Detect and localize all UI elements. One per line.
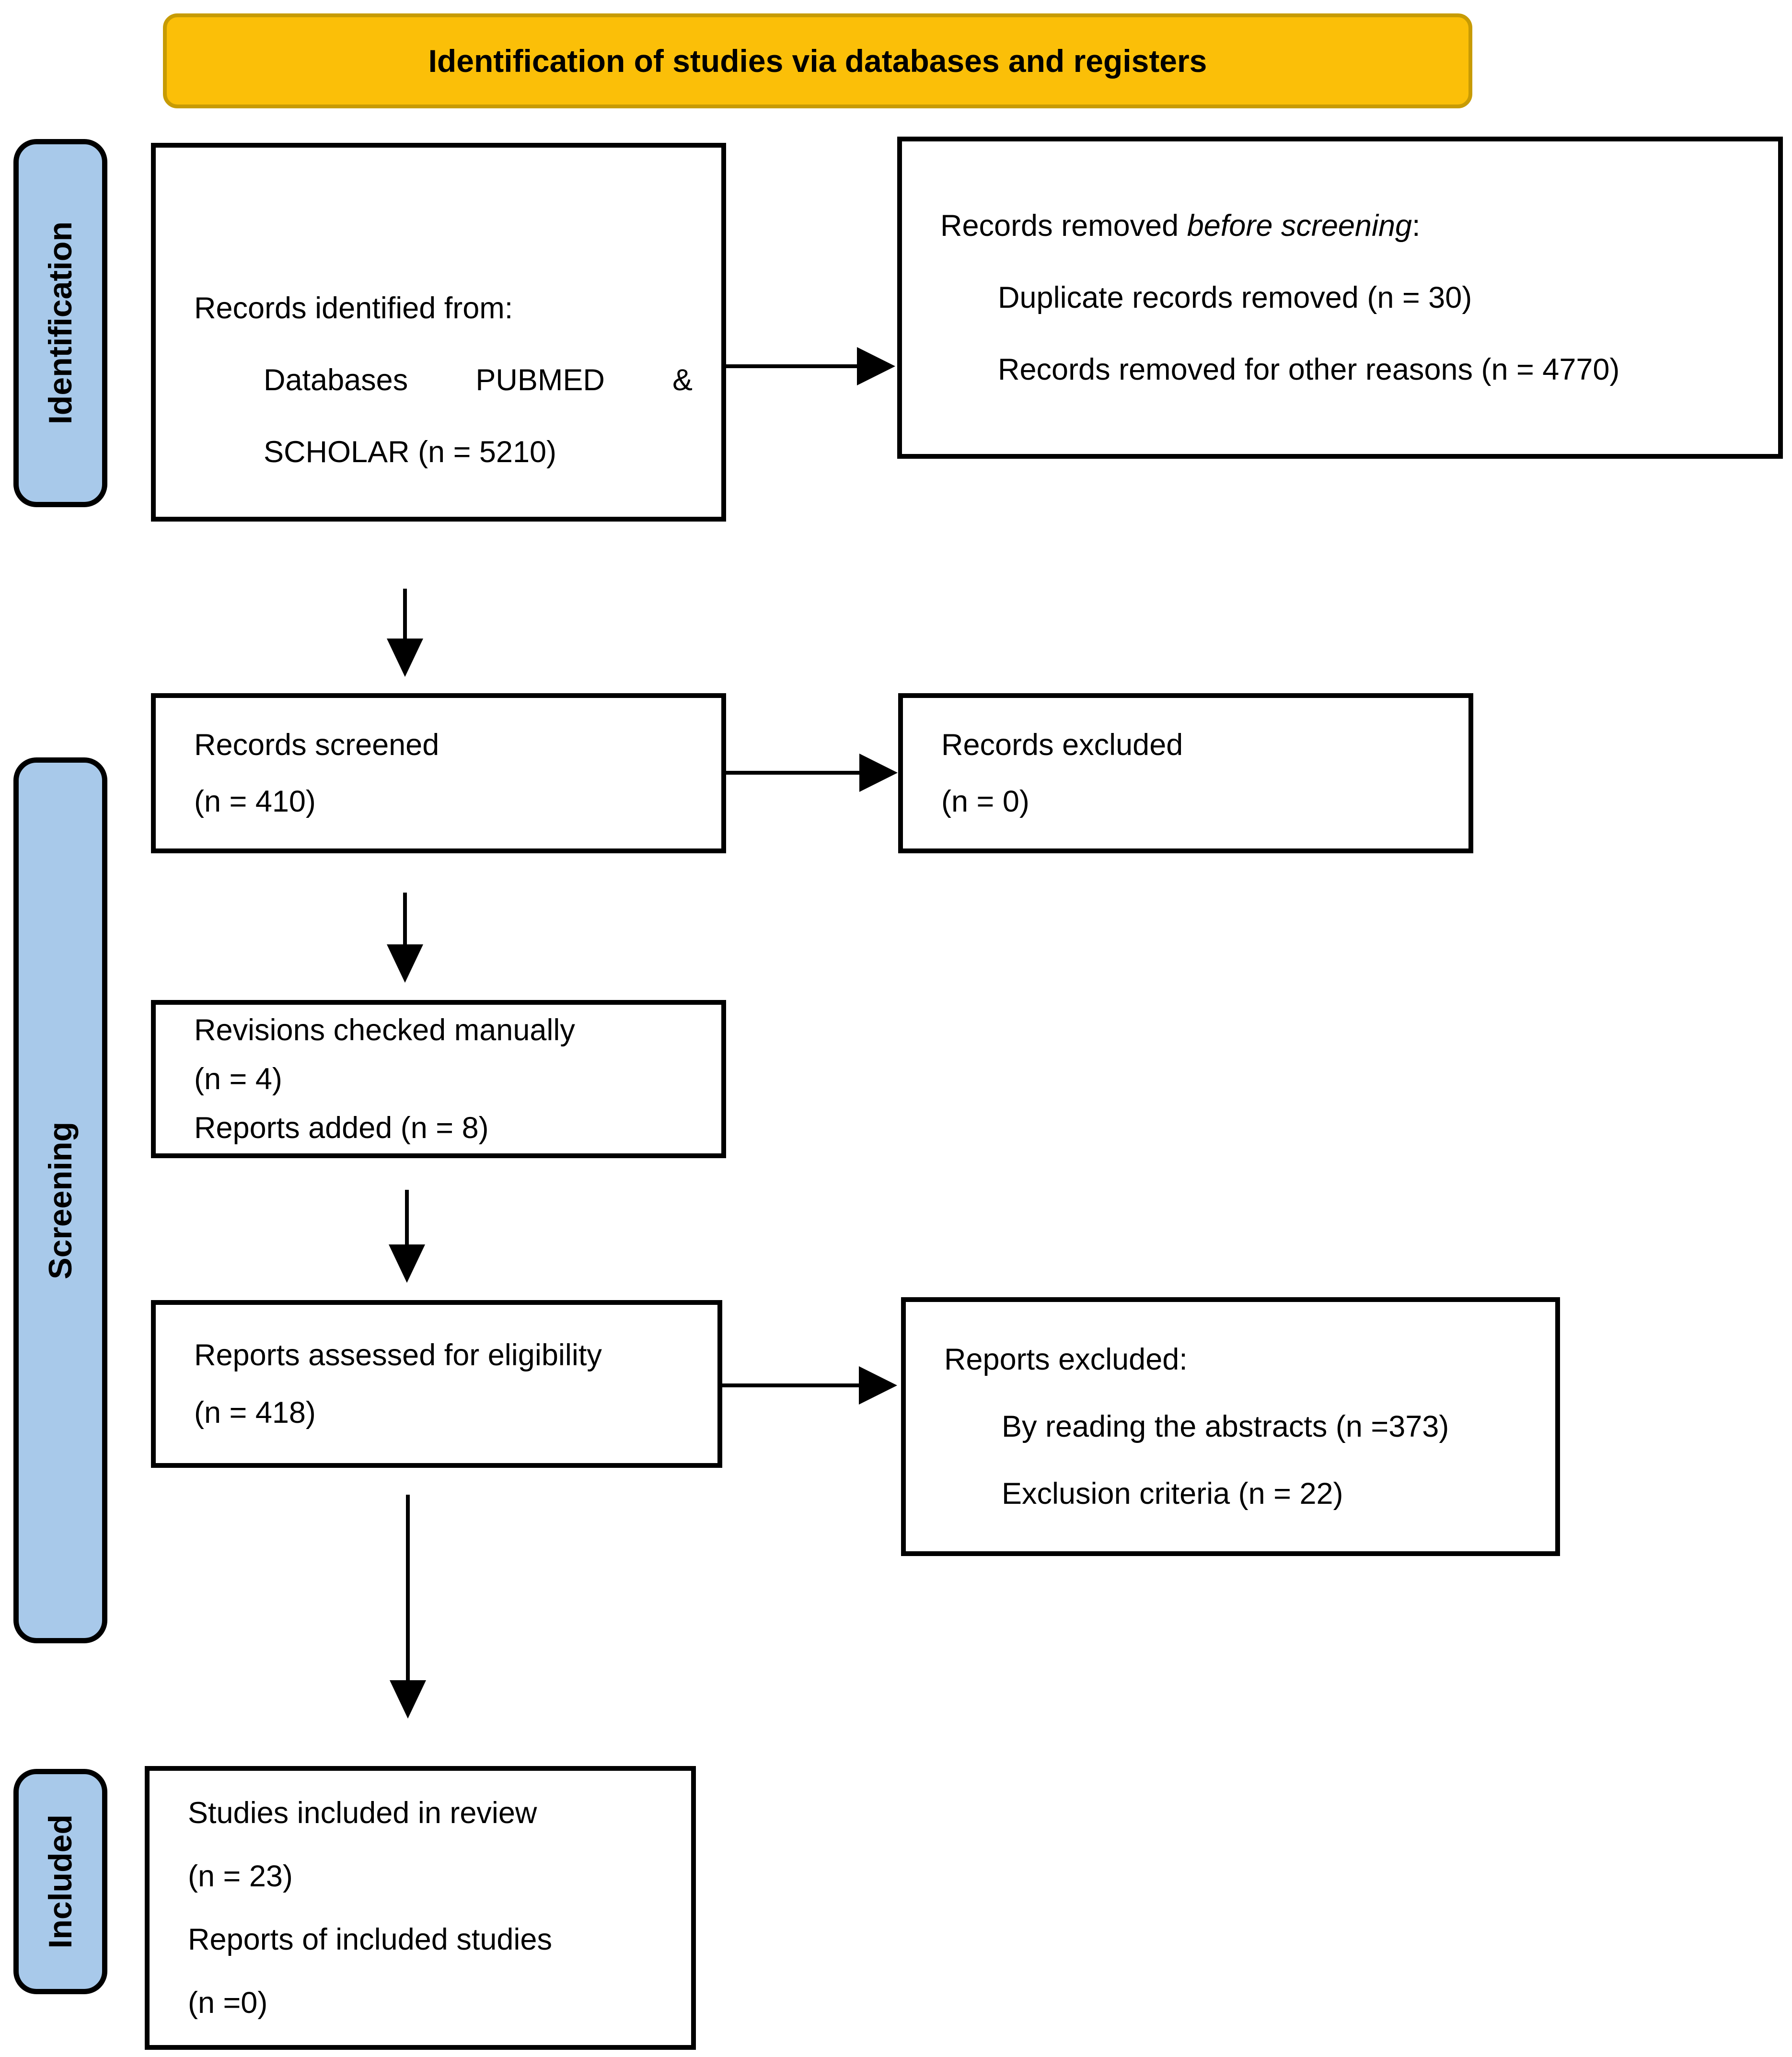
box-text-line: Records excluded	[941, 728, 1183, 762]
box-text-line: Reports of included studies	[188, 1923, 552, 1956]
arrow-screened-to-revisions-head-icon	[387, 944, 423, 983]
word-pubmed: PUBMED	[475, 363, 605, 397]
arrow-screened-to-excluded-line	[726, 771, 860, 775]
title-italic: before screening	[1187, 209, 1412, 243]
box-text-line: Reports assessed for eligibility	[194, 1338, 602, 1372]
stage-label-included: Included	[13, 1769, 107, 1994]
box-text-line: Reports added (n = 8)	[194, 1111, 489, 1145]
banner-title: Identification of studies via databases …	[428, 43, 1207, 79]
box-records-removed: Records removed before screening: Duplic…	[897, 137, 1783, 459]
box-text-line: Reports excluded:	[944, 1343, 1188, 1376]
arrow-assessed-to-included-head-icon	[390, 1680, 426, 1719]
box-text-line: (n = 418)	[194, 1396, 316, 1429]
stage-label-identification-text: Identification	[42, 221, 79, 425]
box-revisions-checked: Revisions checked manually (n = 4) Repor…	[151, 1000, 726, 1158]
box-text-line: Exclusion criteria (n = 22)	[1002, 1477, 1343, 1511]
box-records-screened: Records screened (n = 410)	[151, 693, 726, 853]
box-text-line: Records removed before screening:	[940, 190, 1759, 262]
arrow-identified-to-screened-line	[403, 589, 407, 645]
arrow-identified-to-screened-head-icon	[387, 639, 423, 677]
box-text-line: (n =0)	[188, 1986, 268, 2020]
box-records-identified: Records identified from: Databases PUBME…	[151, 143, 726, 522]
box-records-excluded: Records excluded (n = 0)	[898, 693, 1473, 853]
box-text-line: (n = 0)	[941, 785, 1029, 818]
box-text-line: Databases PUBMED &	[264, 344, 702, 416]
box-text-line: Revisions checked manually	[194, 1013, 575, 1047]
box-text-line: Records identified from:	[194, 291, 513, 325]
arrow-screened-to-revisions-line	[403, 893, 407, 950]
box-text-line: (n = 410)	[194, 785, 316, 818]
box-reports-assessed: Reports assessed for eligibility (n = 41…	[151, 1300, 722, 1468]
box-reports-excluded: Reports excluded: By reading the abstrac…	[901, 1297, 1560, 1556]
box-text-line: SCHOLAR (n = 5210)	[264, 435, 557, 469]
title-prefix: Records removed	[940, 209, 1187, 243]
word-ampersand: &	[672, 363, 693, 397]
box-text-line: Duplicate records removed (n = 30)	[998, 281, 1472, 314]
box-text-line: (n = 4)	[194, 1062, 282, 1096]
box-studies-included: Studies included in review (n = 23) Repo…	[145, 1766, 696, 2050]
title-suffix: :	[1412, 209, 1421, 243]
stage-label-screening-text: Screening	[42, 1121, 79, 1279]
box-text-line: By reading the abstracts (n =373)	[1002, 1410, 1449, 1443]
banner: Identification of studies via databases …	[163, 13, 1472, 108]
box-text-line: Records screened	[194, 728, 439, 762]
arrow-assessed-to-excluded-head-icon	[859, 1366, 897, 1405]
box-text-line: (n = 23)	[188, 1859, 293, 1893]
arrow-revisions-to-assessed-line	[405, 1190, 409, 1250]
stage-label-identification: Identification	[13, 139, 107, 507]
arrow-assessed-to-included-line	[406, 1495, 410, 1685]
arrow-identified-to-removed-head-icon	[857, 347, 895, 385]
arrow-assessed-to-excluded-line	[722, 1383, 860, 1387]
arrow-identified-to-removed-line	[726, 364, 858, 368]
arrow-screened-to-excluded-head-icon	[859, 754, 898, 792]
word-databases: Databases	[264, 363, 408, 397]
arrow-revisions-to-assessed-head-icon	[389, 1244, 425, 1283]
box-text-line: Studies included in review	[188, 1796, 537, 1830]
stage-label-screening: Screening	[13, 757, 107, 1643]
box-text-line: Records removed for other reasons (n = 4…	[998, 353, 1620, 386]
stage-label-included-text: Included	[42, 1814, 79, 1949]
